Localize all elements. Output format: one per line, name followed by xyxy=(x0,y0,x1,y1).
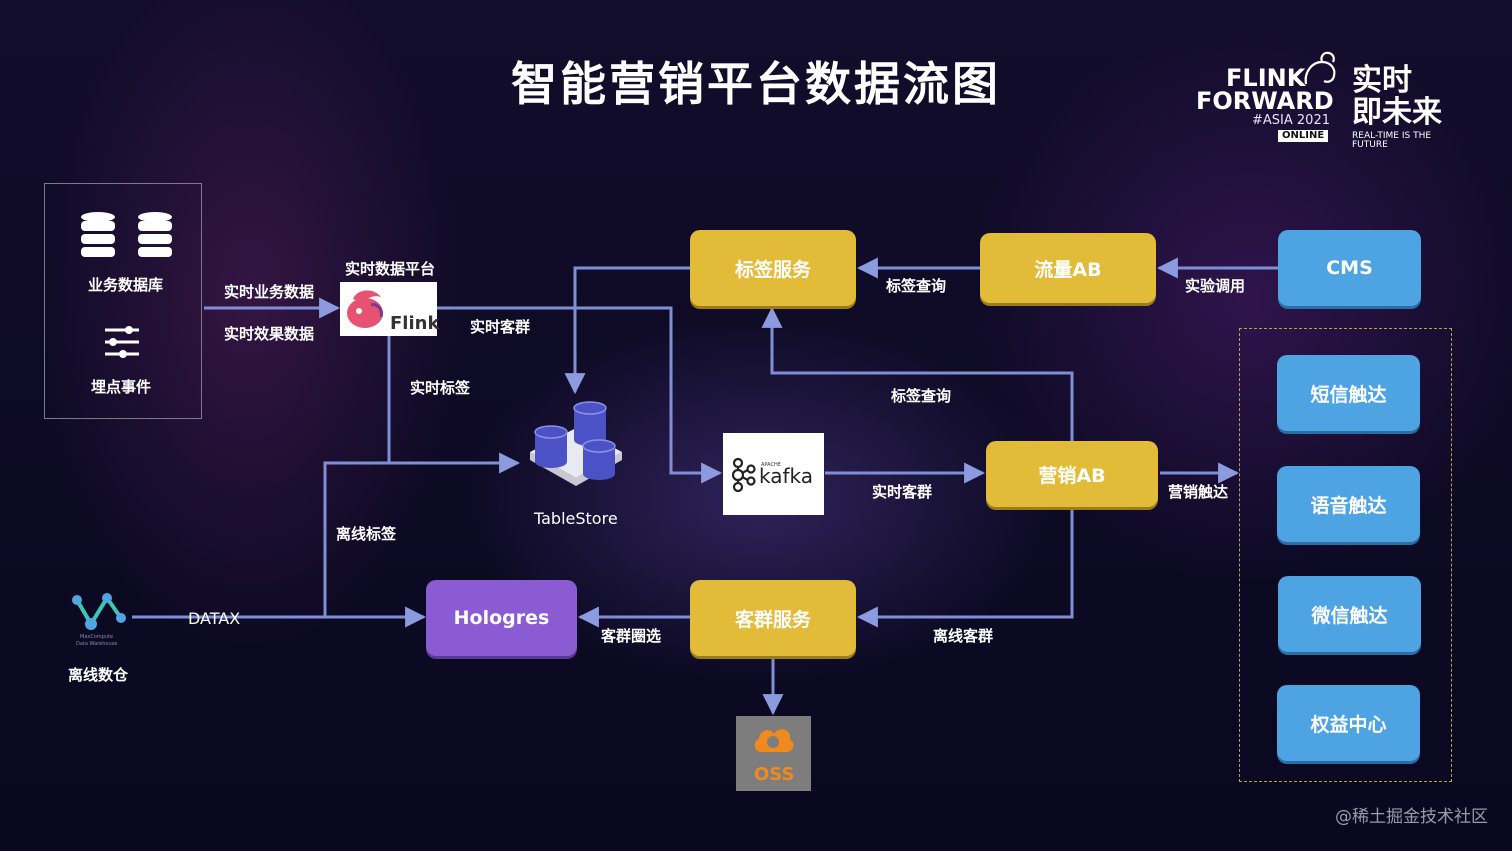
kafka-text: kafka xyxy=(759,464,814,488)
edge-label-offline-tag: 离线标签 xyxy=(336,525,397,543)
squirrel-icon xyxy=(1304,51,1336,85)
channel-wechat[interactable]: 微信触达 xyxy=(1278,576,1421,652)
channel-benefits[interactable]: 权益中心 xyxy=(1277,685,1420,761)
edge-label-offline-crowd: 离线客群 xyxy=(933,627,994,645)
realtime-platform-label: 实时数据平台 xyxy=(345,260,436,278)
event-line1: FLINK xyxy=(1226,64,1306,92)
tag-service-node[interactable]: 标签服务 xyxy=(690,230,856,306)
sources-panel xyxy=(44,183,202,419)
crowd-service-node[interactable]: 客群服务 xyxy=(690,580,856,656)
slogan-line1: 实时 xyxy=(1352,63,1412,98)
marketing-ab-node[interactable]: 营销AB xyxy=(986,441,1158,507)
edge-marketingab-to-crowdservice xyxy=(856,507,1074,628)
channel-group xyxy=(1239,328,1452,782)
flink-text: Flink xyxy=(390,313,440,334)
edge-flink-to-kafka xyxy=(437,306,723,484)
edge-label-tag-query-2: 标签查询 xyxy=(891,387,952,405)
hologres-node[interactable]: Hologres xyxy=(426,580,577,656)
oss-node[interactable]: OSS xyxy=(736,716,811,791)
tablestore-icon[interactable] xyxy=(526,398,626,498)
edge-label-realtime-crowd-2: 实时客群 xyxy=(872,483,933,501)
business-db-label: 业务数据库 xyxy=(88,276,164,294)
edge-label-datax: DATAX xyxy=(188,609,241,628)
edge-label-crowd-select: 客群圈选 xyxy=(601,627,662,645)
event-logo: FLINK FORWARD #ASIA 2021 ONLINE xyxy=(1196,51,1342,146)
edge-tagservice-to-tablestore xyxy=(564,266,690,395)
event-line3: #ASIA 2021 xyxy=(1252,113,1330,128)
flink-node[interactable]: Flink xyxy=(340,282,440,336)
edge-label-realtime-tag: 实时标签 xyxy=(410,379,471,397)
slogan-line2: 即未来 xyxy=(1352,95,1442,130)
database-icon xyxy=(81,212,115,257)
channel-sms[interactable]: 短信触达 xyxy=(1277,355,1420,431)
offline-dw-label: 离线数仓 xyxy=(68,666,129,684)
cloud-icon xyxy=(754,729,794,752)
tracking-events-label: 埋点事件 xyxy=(91,378,152,396)
event-badge: ONLINE xyxy=(1278,130,1329,142)
edge-flink-to-tablestore xyxy=(387,336,521,474)
flink-squirrel-icon xyxy=(347,290,383,328)
kafka-icon xyxy=(731,458,756,492)
watermark: @稀土掘金技术社区 xyxy=(1335,807,1488,827)
kafka-node[interactable]: APACHE kafka xyxy=(723,433,824,515)
edge-label-realtime-business: 实时业务数据 xyxy=(224,283,315,301)
edge-label-realtime-crowd-1: 实时客群 xyxy=(470,318,531,336)
maxcompute-icon xyxy=(72,593,126,630)
maxcompute-caption-2: Data Warehouse xyxy=(76,641,118,647)
channel-voice[interactable]: 语音触达 xyxy=(1277,466,1420,542)
edge-offline-tag xyxy=(323,461,389,617)
kafka-small-text: APACHE xyxy=(761,462,781,468)
edge-marketingab-to-tagservice xyxy=(761,306,1074,441)
tablestore-label: TableStore xyxy=(534,509,618,528)
cms-node[interactable]: CMS xyxy=(1278,230,1421,306)
edge-label-experiment-call: 实验调用 xyxy=(1185,277,1246,295)
maxcompute-caption-1: MaxCompute xyxy=(80,634,114,640)
oss-label: OSS xyxy=(754,764,795,785)
database-icon xyxy=(138,212,172,257)
slogan-sub: REAL-TIME IS THE FUTURE xyxy=(1352,131,1432,150)
page-title: 智能营销平台数据流图 xyxy=(511,57,1001,111)
event-line2: FORWARD xyxy=(1196,87,1334,115)
slogan-logo: 实时 即未来 REAL-TIME IS THE FUTURE xyxy=(1352,63,1462,150)
edge-label-marketing-reach: 营销触达 xyxy=(1168,483,1229,501)
edge-label-tag-query-1: 标签查询 xyxy=(886,277,947,295)
edge-label-realtime-effect: 实时效果数据 xyxy=(224,325,315,343)
traffic-ab-node[interactable]: 流量AB xyxy=(980,233,1156,303)
sliders-icon xyxy=(105,326,139,358)
